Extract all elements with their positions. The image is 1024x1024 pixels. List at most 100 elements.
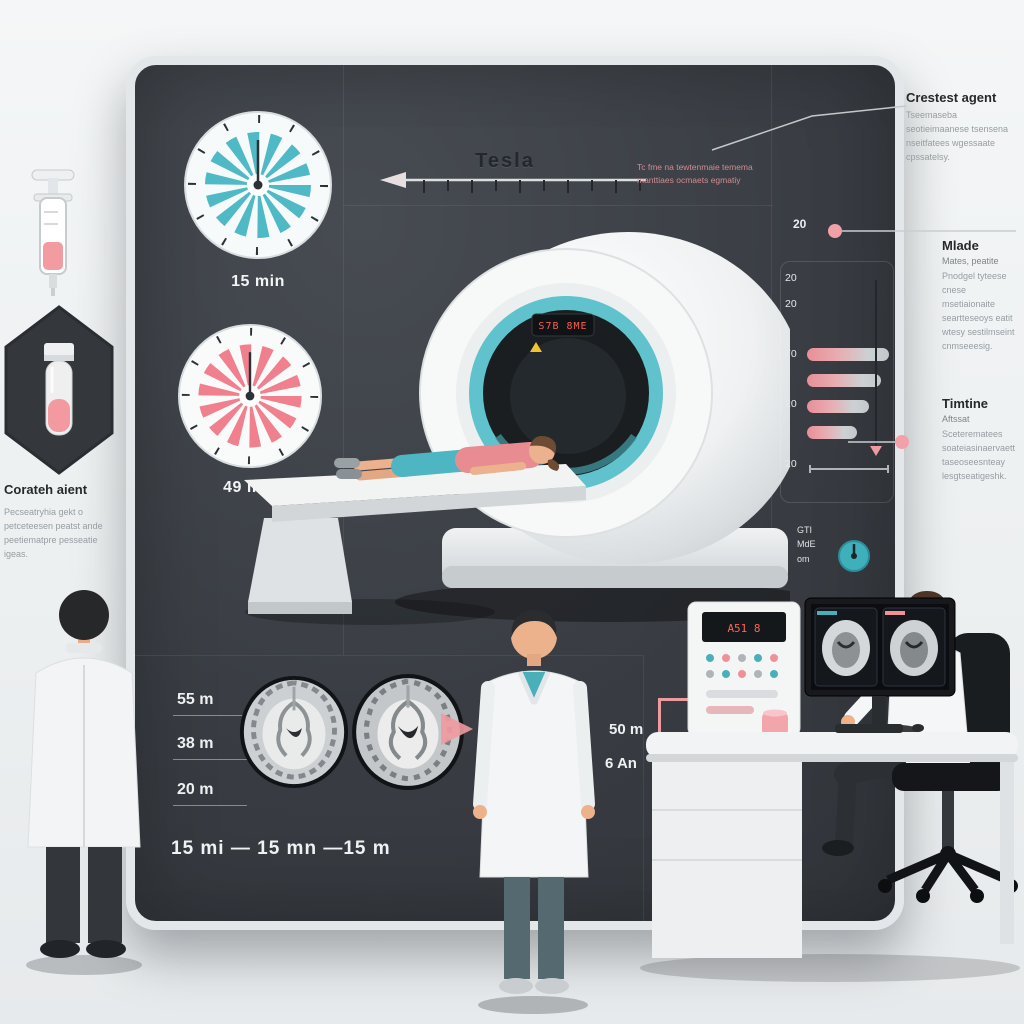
person-hair [511, 610, 557, 638]
person-shoe [822, 840, 854, 856]
mri-console: A51 8 [687, 601, 801, 737]
person-arm [573, 681, 595, 811]
person-hair [59, 590, 109, 640]
clock-ticks [181, 327, 319, 465]
patient-hair [530, 436, 557, 454]
person-neck [527, 654, 541, 666]
desk-leg [1000, 762, 1014, 944]
cup [762, 712, 788, 736]
mouse [912, 724, 924, 732]
left-caption-title: Corateh aient [4, 482, 88, 497]
chart-ylabel: 20 [785, 272, 797, 284]
console-buttons [706, 654, 778, 714]
chart-ylabel: 20 [785, 298, 797, 310]
vial-cap [44, 343, 74, 357]
person-pants [538, 877, 564, 979]
clock-teal [184, 111, 332, 259]
syringe-icon [31, 169, 75, 296]
board-dot-label: 20 [793, 217, 807, 231]
annotation-mode: Mlade Mates, peatite Pnodgel tyteese cne… [942, 238, 1018, 354]
mri-scanner-illustration: S7B 8ME [244, 232, 790, 625]
person-scrub-shirt [520, 672, 548, 702]
annotation-title: Mlade [942, 238, 979, 253]
gauge-label: GTI MdE om [797, 525, 816, 564]
table-pedestal [248, 518, 352, 602]
brain-scan-before [239, 675, 349, 789]
annotation-contrast-agent: Crestest agent Tseemaseba seotieimaanese… [906, 90, 1018, 165]
annotation-title: Crestest agent [906, 90, 997, 105]
divider-horizontal-bottom [135, 655, 643, 656]
console-display-text: A51 8 [727, 622, 760, 635]
person-pants [46, 847, 80, 943]
timeline-chart: 20 20 70 20 20 [780, 261, 894, 503]
annotation-title: Timtine [942, 396, 988, 411]
clock-teal-label: 15 min [231, 273, 285, 290]
chair-wheel [916, 889, 930, 903]
chart-bar [807, 426, 857, 439]
chair-wheel [970, 889, 984, 903]
chart-bar [807, 374, 881, 387]
timing-underline [173, 715, 247, 716]
infographic-board: Tesla Tc fme na tewtenmaie temema mantti… [126, 56, 904, 930]
progress-arrow-icon [441, 713, 473, 745]
timing-row: 55 m [177, 691, 214, 708]
patient-shirt [455, 442, 543, 473]
annotation-subtitle: Mates, peatite [942, 256, 999, 266]
timing-underline [173, 805, 247, 806]
annotation-body: Tseemaseba seotieimaanese tsensena nseit… [906, 110, 1009, 162]
timing-row: 20 m [177, 781, 214, 798]
office-chair-seat [892, 763, 1010, 791]
annotation-subtitle: Aftssat [942, 414, 970, 424]
ruler-arrowhead-icon [380, 172, 406, 188]
timing-underline [173, 759, 247, 760]
warning-sticker-icon [530, 342, 542, 352]
annotation-timeline: Timtine Aftssat Sceterematees soateiasin… [942, 396, 1018, 484]
mini-gauge-icon [838, 540, 870, 572]
chair-wheel [878, 879, 892, 893]
contrast-vial-badge [4, 305, 114, 475]
desk-top [646, 732, 1018, 758]
diagnostic-monitor [804, 597, 956, 736]
person-shoe [86, 940, 126, 958]
person-pants [504, 877, 530, 979]
person-hair [906, 591, 948, 616]
tesla-heading: Tesla [475, 150, 535, 172]
left-caption-body: Pecseatryhia gekt o petceteesen peatst a… [4, 507, 103, 559]
person-shoe [499, 978, 533, 994]
chart-ylabel: 20 [785, 398, 797, 410]
measure-top: 50 m [609, 721, 644, 738]
timing-footer: 15 mi — 15 mn —15 m [171, 838, 391, 859]
chart-bar [807, 348, 889, 361]
bracket-vertical [658, 698, 661, 760]
vial-liquid [48, 399, 70, 432]
syringe-liquid [43, 242, 63, 270]
coat-collar [66, 643, 102, 653]
measure-bottom: 6 An [605, 755, 637, 772]
person-hand [581, 805, 595, 819]
divider-vertical-bottom [643, 655, 644, 921]
chart-axis-line [875, 280, 877, 446]
chart-arrow-down-icon [870, 446, 882, 456]
chair-pole [942, 791, 954, 853]
clock-ticks [188, 115, 328, 255]
board-top-note: Tc fme na tewtenmaie temema manttiaes oc… [637, 162, 753, 186]
person-leg [835, 765, 857, 849]
scanner-display-text: S7B 8ME [538, 321, 587, 332]
person-shoe [535, 978, 569, 994]
tesla-ruler-arrow [380, 172, 646, 193]
chart-ylabel: 70 [785, 348, 797, 360]
keyboard [835, 724, 903, 733]
patient [334, 436, 560, 481]
patient-table [244, 464, 586, 506]
annotation-body: Sceterematees soateiasinaervaett taseose… [942, 429, 1016, 481]
person-observer-left [26, 590, 142, 975]
bracket-horizontal [658, 698, 700, 701]
person-doctor-center [473, 610, 595, 1014]
console-screen [702, 612, 786, 642]
ruler-ticks [423, 180, 641, 193]
monitor-stand [872, 696, 886, 728]
person-shoe [40, 940, 80, 958]
brain-scan-after [352, 674, 464, 790]
patient-arm [470, 462, 526, 475]
